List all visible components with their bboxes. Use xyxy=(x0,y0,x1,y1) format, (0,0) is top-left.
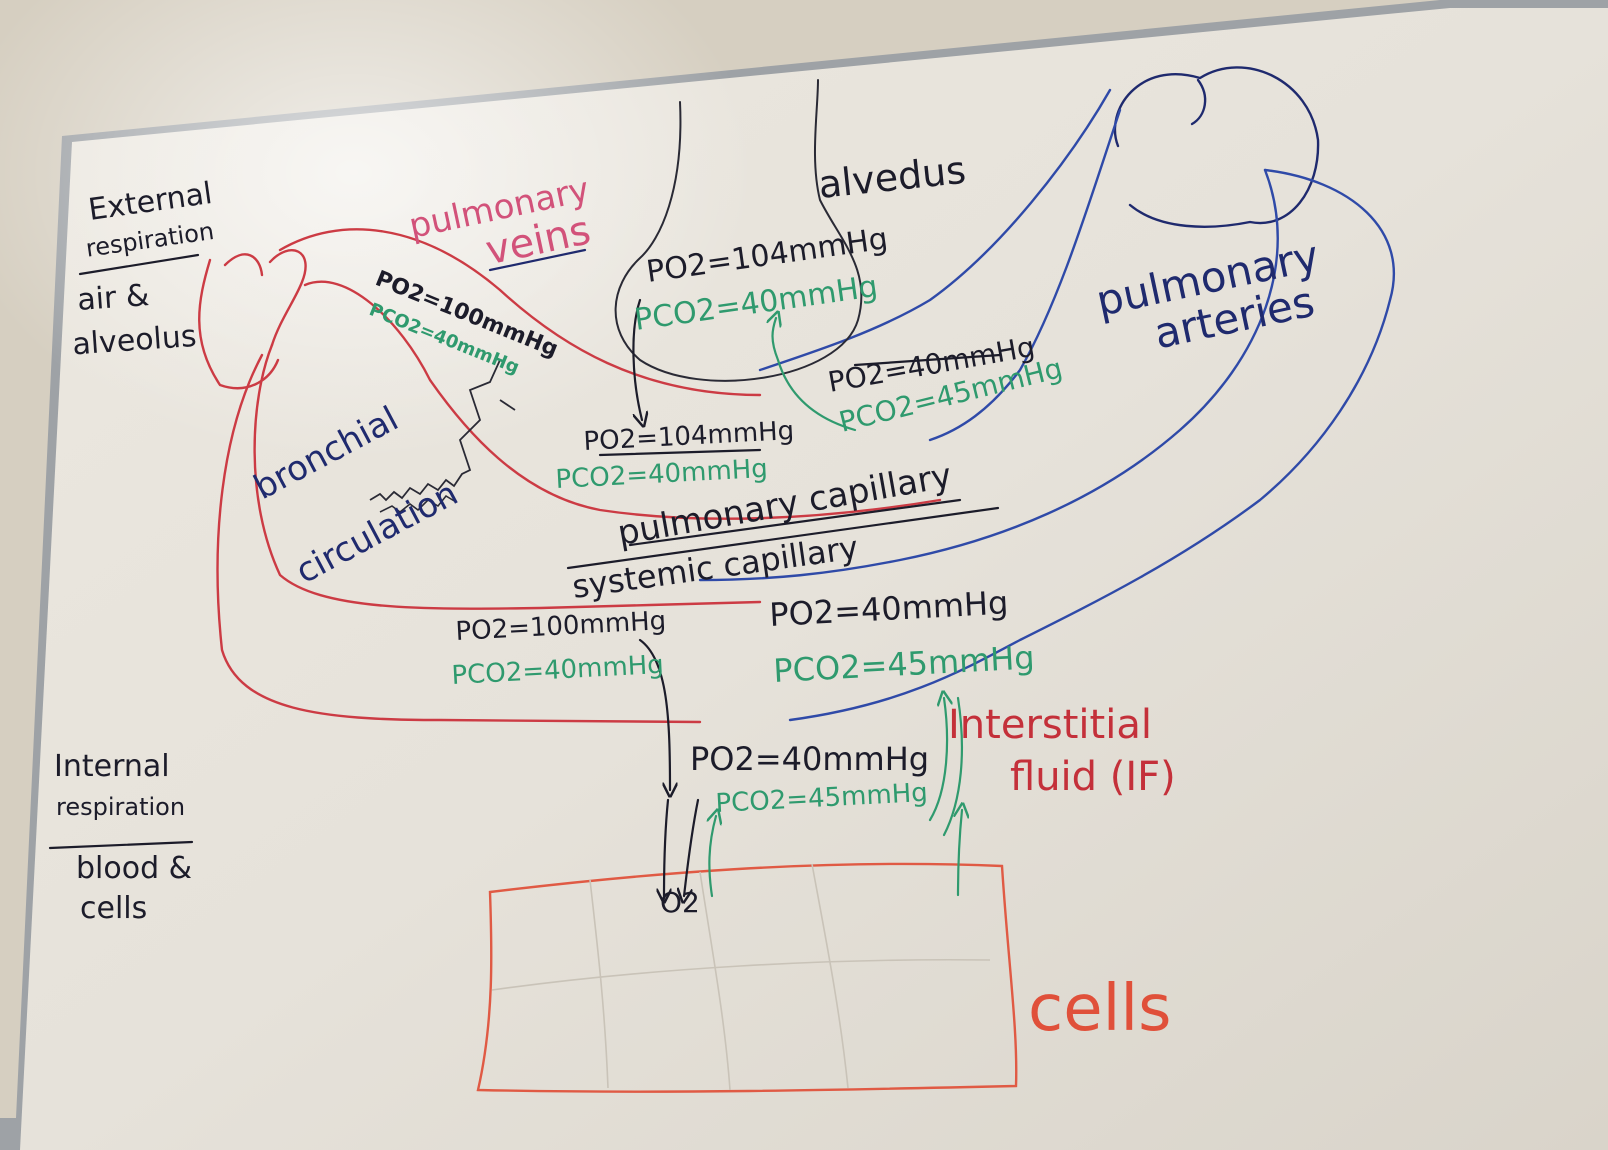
systemic-arteries-red xyxy=(198,228,1018,1093)
cells-grid xyxy=(491,863,991,1091)
o2-label: O2 xyxy=(660,886,700,919)
bronchial-squiggle xyxy=(369,359,516,502)
if-po2: PO2=40mmHg xyxy=(690,740,929,778)
pulmonary-arteries-blue xyxy=(698,66,1396,722)
gas-arrows xyxy=(632,298,962,896)
cells-label: cells xyxy=(1028,972,1171,1046)
pulmonary-arteries-label: pulmonaryarteries xyxy=(1092,231,1332,369)
bronchial-squiggle-2 xyxy=(379,494,457,514)
alveolus-sac xyxy=(614,79,863,382)
internal-respiration-desc: blood &cells xyxy=(76,851,192,926)
external-respiration-desc: air &alveolus xyxy=(68,275,197,362)
capillary-dividers xyxy=(48,248,1002,850)
